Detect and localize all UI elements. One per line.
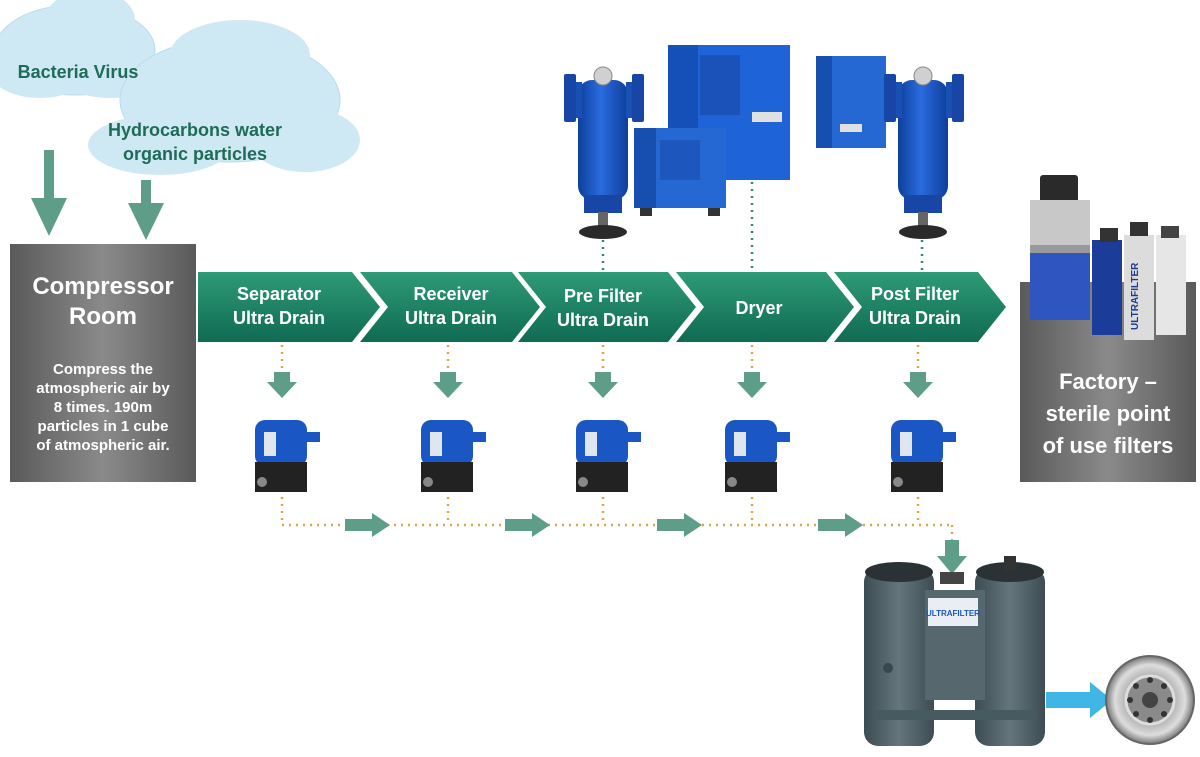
compressor-room-box [10, 244, 196, 482]
floor-drain [1105, 655, 1195, 745]
stage-label-separator: Separator Ultra Drain [204, 282, 354, 330]
stage-label-receiver: Receiver Ultra Drain [376, 282, 526, 330]
stage-receiver-line2: Ultra Drain [404, 308, 498, 328]
compressor-room-text: Compressor Room Compress the atmospheric… [10, 272, 196, 455]
down-arrow-icon [128, 180, 164, 240]
stage-label-dryer: Dryer [684, 296, 834, 320]
stage-separator-line1: Separator [236, 284, 322, 304]
tank-brand-label: ULTRAFILTER [926, 609, 980, 618]
factory-line1: Factory – [1059, 369, 1157, 394]
ultra-drain-device [891, 420, 956, 492]
cloud-label-hydrocarbons-line1: Hydrocarbons water [107, 120, 283, 140]
compressor-desc-line3: 8 times. 190m [53, 399, 153, 416]
ultra-drain-device [576, 420, 641, 492]
dryer-unit [634, 45, 886, 216]
outflow-arrow-icon [1046, 682, 1112, 718]
compressor-desc-line4: particles in 1 cube [37, 418, 169, 435]
ultra-drain-device [725, 420, 790, 492]
flow-right-arrows [345, 513, 863, 537]
cloud-bacteria [0, 0, 165, 98]
compressor-desc-line5: of atmospheric air. [36, 437, 170, 454]
cloud-label-hydrocarbons: Hydrocarbons water organic particles [90, 118, 300, 166]
drain-lines [280, 345, 954, 545]
cartridge-brand-label: ULTRAFILTER [1130, 262, 1141, 330]
stage-receiver-line1: Receiver [413, 284, 489, 304]
factory-text: Factory – sterile point of use filters [1020, 366, 1196, 462]
cloud-label-hydrocarbons-line2: organic particles [122, 144, 268, 164]
compressor-room-description: Compress the atmospheric air by 8 times.… [10, 360, 196, 455]
ultra-drain-device [421, 420, 486, 492]
tank-inlet-arrow [937, 540, 967, 574]
oil-water-separator-tank: ULTRAFILTER [864, 556, 1045, 746]
stage-pre-filter-line1: Pre Filter [563, 286, 643, 306]
drain-down-arrows [267, 372, 933, 398]
stage-pre-filter-line2: Ultra Drain [556, 310, 650, 330]
cloud-hydrocarbons [88, 20, 360, 175]
equipment-connectors [601, 182, 924, 272]
compressor-desc-line1: Compress the [52, 361, 154, 378]
stage-label-post-filter: Post Filter Ultra Drain [840, 282, 990, 330]
compressor-room-title-line2: Room [69, 303, 137, 330]
stage-separator-line2: Ultra Drain [232, 308, 326, 328]
compressor-room-title-line1: Compressor [32, 273, 174, 300]
stage-label-pre-filter: Pre Filter Ultra Drain [528, 284, 678, 332]
cloud-label-bacteria-virus: Bacteria Virus [17, 62, 139, 82]
factory-line3: of use filters [1042, 433, 1174, 458]
post-filter-housing [884, 66, 964, 239]
pre-filter-housing [564, 66, 644, 239]
down-arrow-icon [31, 150, 67, 236]
ultra-drain-device [255, 420, 320, 492]
filter-cartridges: ULTRAFILTER [1030, 175, 1186, 340]
stage-dryer-line1: Dryer [735, 298, 783, 318]
compressor-desc-line2: atmospheric air by [36, 380, 170, 397]
process-chevron-band [198, 272, 1006, 342]
stage-post-filter-line1: Post Filter [870, 284, 959, 304]
factory-line2: sterile point [1045, 401, 1171, 426]
stage-post-filter-line2: Ultra Drain [868, 308, 962, 328]
